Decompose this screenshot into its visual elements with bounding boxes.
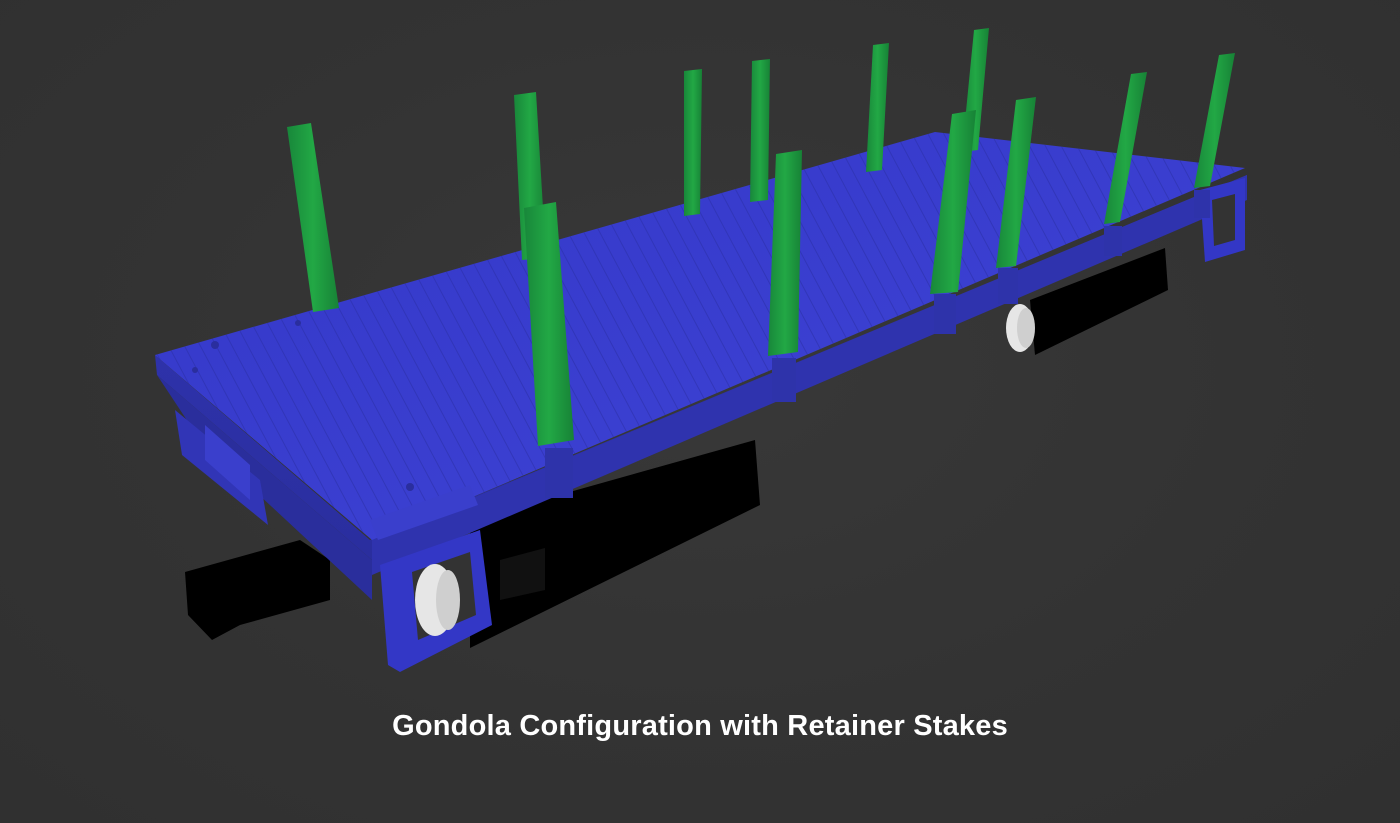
- rear-truck: [1006, 248, 1168, 355]
- flatcar-deck: [155, 132, 1247, 672]
- image-caption: Gondola Configuration with Retainer Stak…: [392, 710, 1008, 742]
- retainer-stakes: [287, 28, 1235, 498]
